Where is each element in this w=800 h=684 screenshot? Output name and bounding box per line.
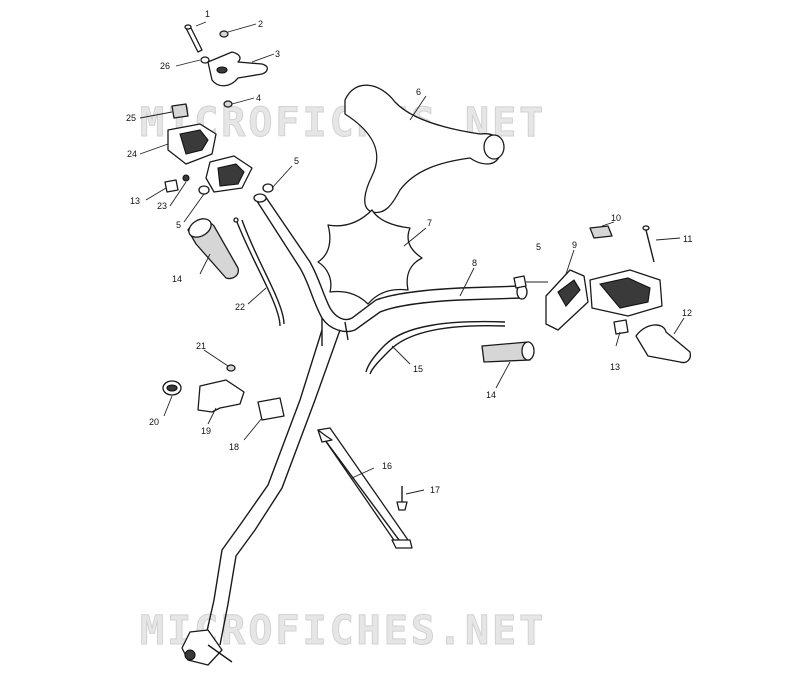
callout-23: 23 [157,201,167,211]
callout-18: 18 [229,442,239,452]
callout-14-left: 14 [172,274,182,284]
brake-cable [365,320,506,375]
callout-25: 25 [126,113,136,123]
handlebar-pad [344,84,505,214]
callout-24: 24 [127,149,137,159]
right-control-assembly [513,225,692,364]
center-pad-plate [317,209,423,305]
handlebar-brace [317,427,413,549]
callout-8: 8 [472,258,477,268]
handlebar-tube [181,193,528,666]
callout-12: 12 [682,308,692,318]
left-control-assembly [164,24,274,195]
right-grip [481,341,535,363]
callout-21: 21 [196,341,206,351]
callout-13-right: 13 [610,362,620,372]
callout-19: 19 [201,426,211,436]
callout-11: 11 [683,234,692,244]
callout-5-left: 5 [176,220,181,230]
callout-14-right: 14 [486,390,496,400]
callout-13-left: 13 [130,196,140,206]
leader-lines [139,21,685,495]
screw-17 [396,486,408,511]
callout-5-right: 5 [536,242,541,252]
left-grip [187,218,239,280]
callout-5-top: 5 [294,156,299,166]
callout-22: 22 [235,302,245,312]
throttle-cable [233,217,285,327]
callout-16: 16 [382,461,392,471]
lower-left-brackets [162,364,285,421]
callout-6: 6 [416,87,421,97]
callout-15: 15 [413,364,423,374]
callout-1: 1 [205,9,210,19]
callout-2: 2 [258,19,263,29]
callout-7: 7 [427,218,432,228]
callout-4: 4 [256,93,261,103]
callout-10: 10 [611,213,621,223]
callout-26: 26 [160,61,170,71]
callout-20: 20 [149,417,159,427]
callout-3: 3 [275,49,280,59]
callout-labels: 1 2 3 4 5 5 5 6 7 8 9 10 11 12 13 13 14 … [126,9,692,495]
callout-17: 17 [430,485,440,495]
callout-9: 9 [572,240,577,250]
